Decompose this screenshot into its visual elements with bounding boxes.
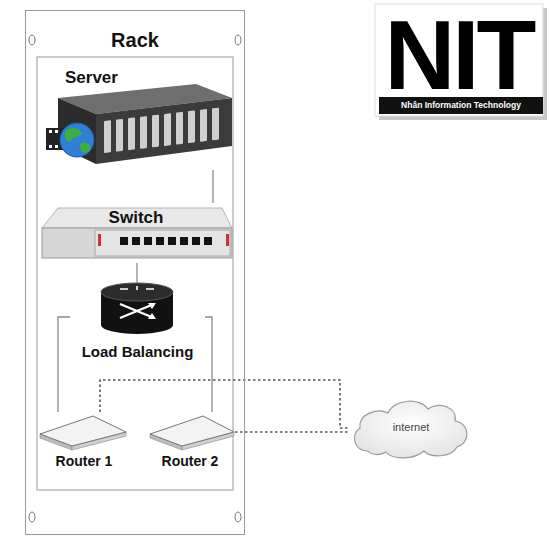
switch-port [204,237,212,245]
drive-bay [176,112,183,145]
cross-arrows [120,304,154,318]
rack-hole [29,512,35,522]
switch-port [180,237,188,245]
router-node: Router 1 [38,412,130,472]
node-label: Router 2 [141,453,239,469]
node-label: Rack [26,29,244,52]
rack-hole [29,35,35,45]
logo-tagline: Nhân Information Technology [379,99,543,112]
switch-port [168,237,176,245]
globe-land [80,142,90,153]
globe [60,123,94,157]
rack-hole [235,35,241,45]
switch-top [42,208,232,228]
cylinder-bottom [101,316,173,334]
drive-bay [140,116,147,149]
node-label: internet [350,421,472,434]
dotted-link [100,380,350,428]
switch-port [132,237,140,245]
server-side [58,98,96,164]
node-label: Server [65,68,165,88]
switch-mark [226,234,229,246]
film-hole [49,145,52,148]
server-node: Server [55,66,233,170]
router-node: Router 2 [145,412,235,472]
drive-bay [212,108,219,141]
drive-bays [104,108,219,154]
router-icon [40,416,126,450]
film-hole [49,130,52,133]
drive-bay [200,109,207,142]
film-hole [55,130,58,133]
top-arrows [120,286,154,290]
switch-port [120,237,128,245]
node-label: Switch [76,208,196,228]
arrow-head [148,313,156,319]
cable-line [205,317,212,412]
rack-frame [29,35,241,522]
globe-land [65,128,82,142]
switch-icon [42,208,232,258]
router-top [150,416,234,446]
node-label: Router 1 [34,453,134,469]
switch-port [156,237,164,245]
cylinder-top [101,283,173,301]
internet-cloud: internet [350,393,472,463]
cable-line [136,263,137,283]
rack-hole [235,512,241,522]
logo-card [375,4,543,116]
cable-line [58,317,70,412]
switch-port [144,237,152,245]
router-icon [150,416,234,450]
switch-port [192,237,200,245]
server-icon [46,84,232,164]
drive-bay [188,110,195,143]
drive-bay [104,120,111,153]
logo [375,4,547,120]
router-top [40,416,126,446]
drive-bay [152,115,159,148]
drive-bay [128,117,135,150]
rack-rail [37,57,233,490]
switch-node: Switch [38,203,234,263]
load-balancer-node: Load Balancing [70,283,205,363]
dotted-link [235,431,350,433]
switch-front [42,228,232,258]
node-label: Load Balancing [65,343,210,360]
drive-bay [164,113,171,146]
film-hole [55,145,58,148]
server-front [96,98,232,164]
arrow-head [148,303,156,309]
logo-letters: NIT [375,6,543,104]
rack-box: RackServerSwitchLoad BalancingRouter 1Ro… [25,10,245,535]
switch-mark [98,234,101,246]
cable-line [212,170,213,203]
switch-panel [95,230,230,256]
load-balancer-icon [101,283,173,334]
drive-bay [116,119,123,152]
